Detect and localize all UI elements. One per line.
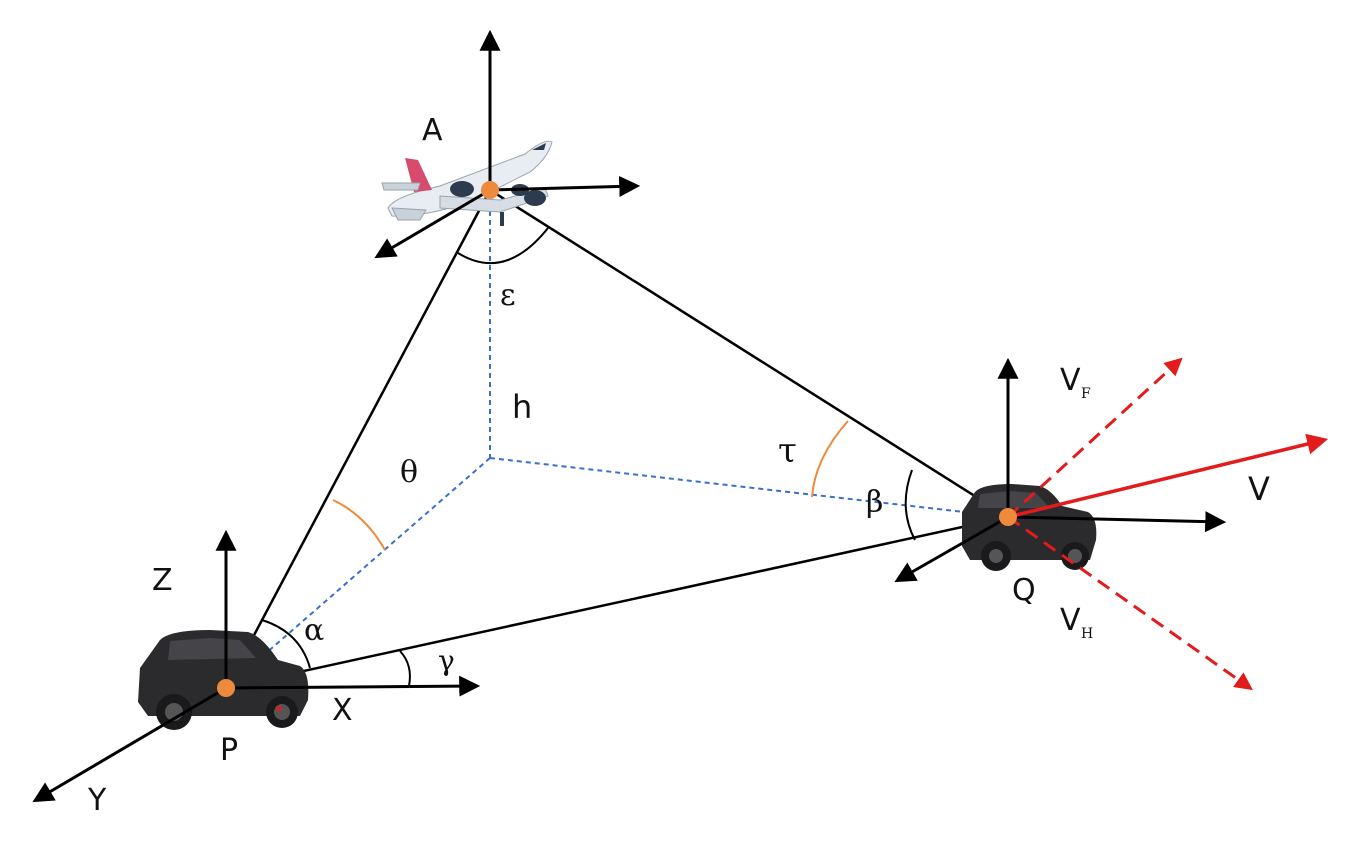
tau-arc: [811, 420, 849, 498]
axes-at-q: [894, 357, 1227, 583]
line-p-q: [225, 515, 1009, 690]
label-x: X: [332, 693, 353, 728]
node-a: [481, 181, 499, 199]
slant-range-lines: [224, 188, 1009, 690]
label-alpha: α: [304, 613, 324, 648]
node-q: [999, 508, 1017, 526]
label-h: h: [512, 388, 532, 426]
theta-arc: [332, 499, 386, 551]
axis-q-right: [1007, 511, 1227, 533]
car-icon-q: [962, 484, 1097, 571]
labels: A ε h θ τ β α γ Z X Y P Q V V F V H: [87, 113, 1270, 818]
axis-y: [32, 686, 227, 803]
position-nodes: [217, 181, 1017, 697]
label-z: Z: [152, 563, 173, 598]
node-p: [217, 679, 235, 697]
velocity-v-arrow: [1007, 433, 1329, 519]
label-q: Q: [1012, 573, 1036, 608]
label-gamma: γ: [438, 644, 455, 677]
label-vh: V: [1060, 603, 1081, 638]
axis-a-right: [489, 175, 641, 197]
velocity-vectors: [1006, 357, 1329, 691]
axis-q-out: [894, 515, 1009, 583]
alpha-arc: [261, 619, 311, 669]
label-vf-subscript: F: [1081, 386, 1091, 402]
axis-x: [225, 675, 481, 697]
beta-arc: [904, 469, 916, 541]
gamma-arc: [399, 650, 411, 687]
axis-a-out: [374, 188, 491, 259]
velocity-vf-arrow: [1006, 357, 1183, 519]
line-a-q: [489, 188, 1009, 519]
ground-line-foot-q: [489, 457, 1009, 518]
label-v: V: [1248, 470, 1270, 508]
ground-projection-lines: [225, 193, 1009, 689]
epsilon-arc: [457, 227, 549, 265]
label-epsilon: ε: [500, 278, 516, 313]
label-theta: θ: [400, 455, 418, 490]
label-tau: τ: [778, 431, 797, 471]
label-p: P: [220, 733, 238, 768]
velocity-vh-arrow: [1007, 515, 1253, 691]
axes-at-p: [32, 529, 481, 803]
line-a-p: [224, 189, 492, 689]
axes-at-a: [374, 29, 641, 259]
label-vf: V: [1060, 363, 1081, 398]
car-icon-p: [138, 630, 309, 730]
angle-arcs: [261, 227, 916, 687]
label-a: A: [422, 113, 443, 148]
label-y: Y: [87, 783, 107, 818]
airplane-icon: [381, 140, 553, 226]
label-vh-subscript: H: [1081, 626, 1093, 642]
label-beta: β: [866, 485, 883, 520]
